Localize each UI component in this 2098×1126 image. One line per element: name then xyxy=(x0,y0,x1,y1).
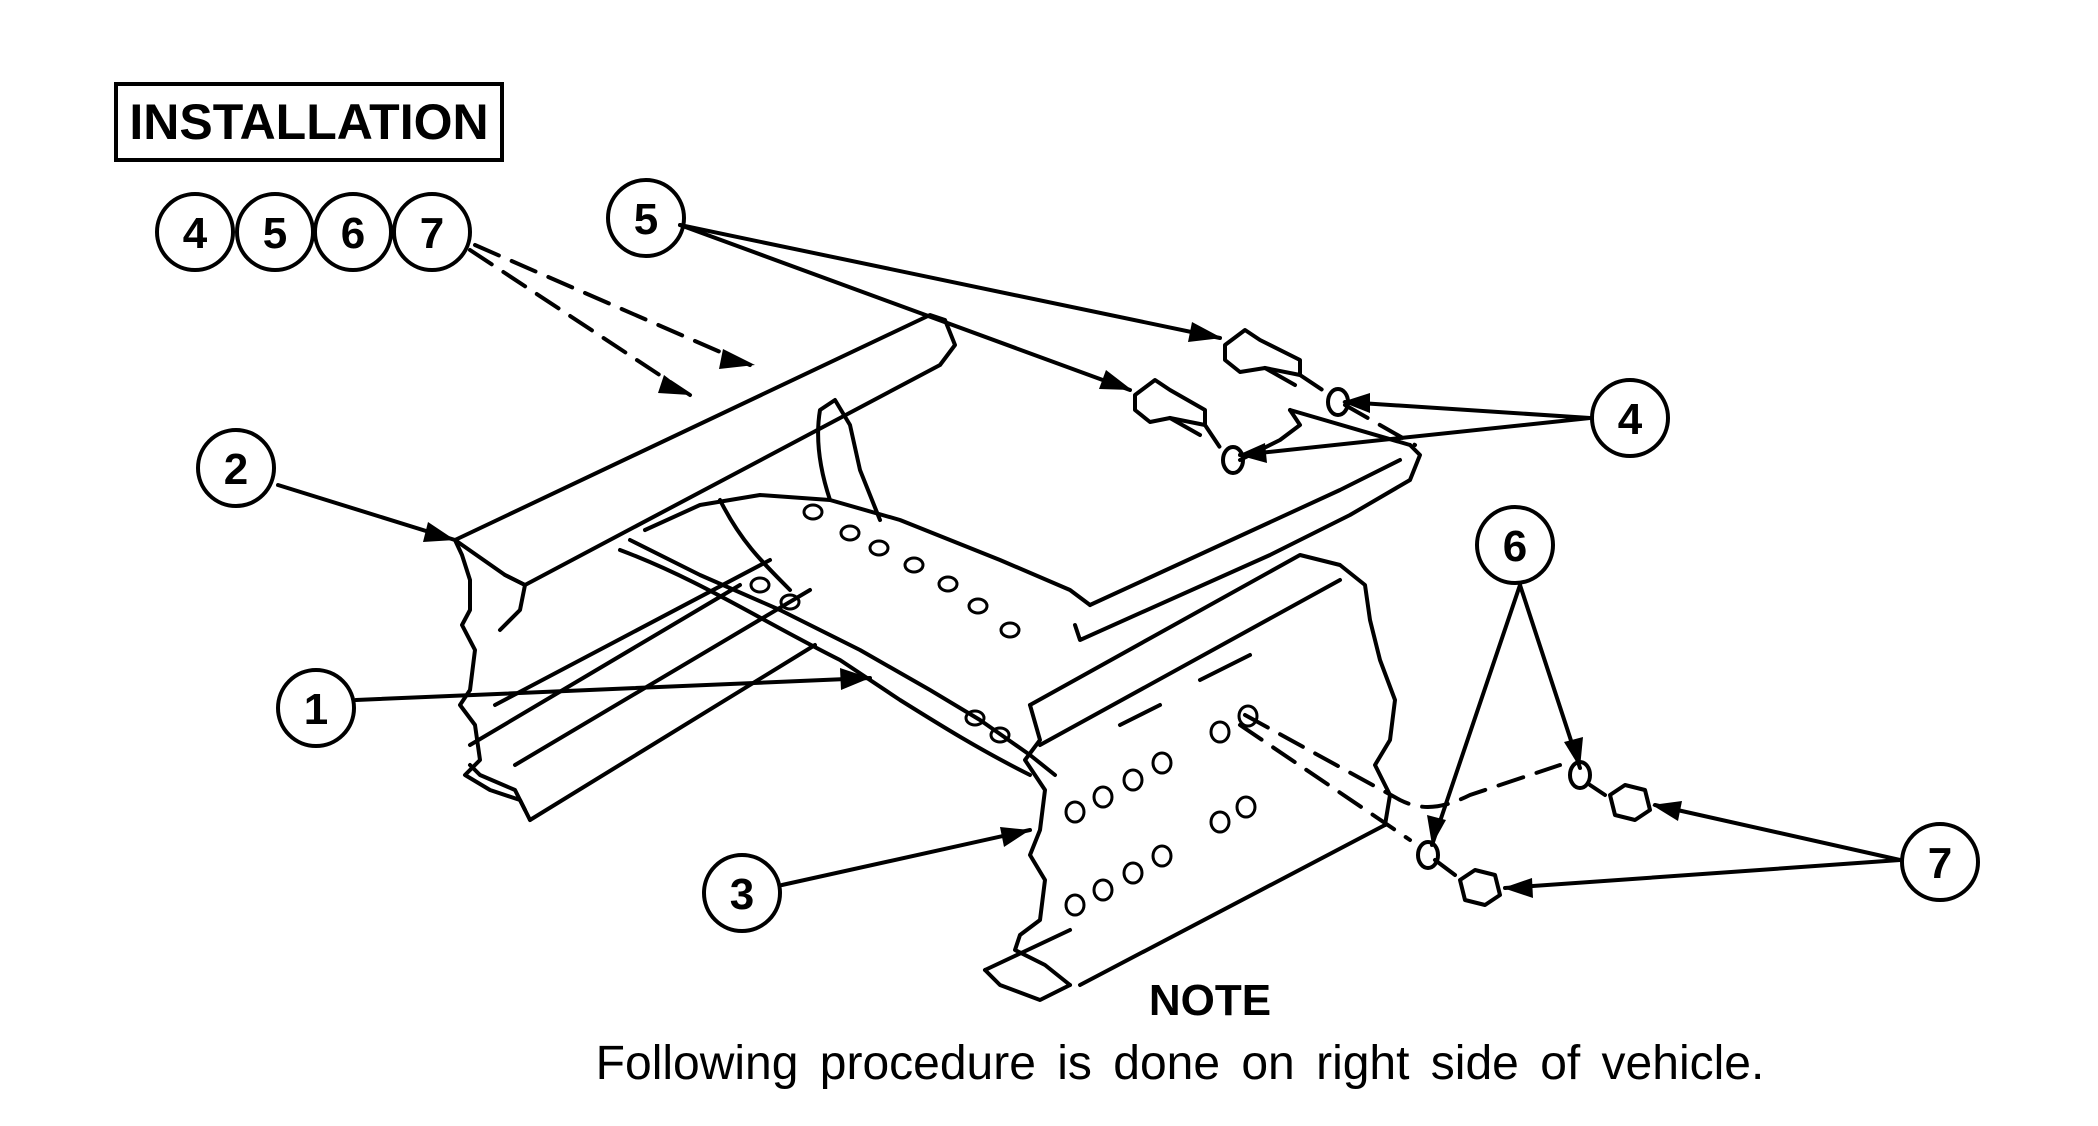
note-text: Following procedure is done on right sid… xyxy=(595,1037,1765,1090)
callout-2-label: 2 xyxy=(224,445,248,494)
right-side-rail xyxy=(983,553,1397,1002)
callout-5-label: 5 xyxy=(634,195,658,244)
callout-circles xyxy=(155,178,1980,933)
leader-lines xyxy=(276,223,1902,890)
callout-4-label: 4 xyxy=(1618,395,1643,444)
step-label-7: 7 xyxy=(420,209,444,258)
callout-6-label: 6 xyxy=(1503,522,1527,571)
step-label-5: 5 xyxy=(263,209,287,258)
crossmember xyxy=(618,398,1092,777)
callout-1-label: 1 xyxy=(304,685,328,734)
installation-heading: INSTALLATION xyxy=(114,82,504,162)
left-side-rail xyxy=(453,313,957,822)
note-heading: NOTE xyxy=(1148,976,1272,1025)
alignment-lines xyxy=(468,243,1607,877)
arrowheads xyxy=(423,322,1682,898)
step-label-4: 4 xyxy=(183,209,208,258)
step-label-6: 6 xyxy=(341,209,365,258)
callout-3-label: 3 xyxy=(730,870,754,919)
callout-7-label: 7 xyxy=(1928,839,1952,888)
